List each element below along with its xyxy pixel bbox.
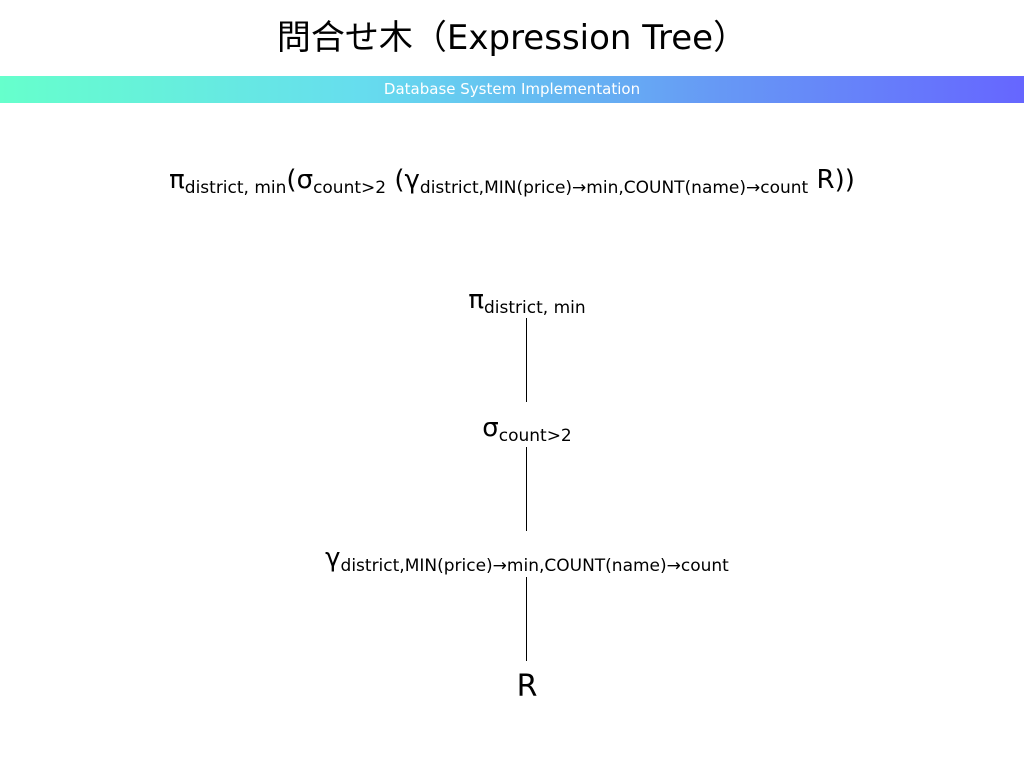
tree-edge-projection-selection [526,318,527,402]
node-selection-subscript: count>2 [498,426,572,446]
tree-edge-grouping-relation [526,577,527,661]
node-grouping-subscript: district,MIN(price)→min,COUNT(name)→coun… [340,556,729,576]
selection-subscript: count>2 [313,178,387,198]
subtitle-text: Database System Implementation [383,80,641,98]
node-relation-symbol: R [516,669,538,704]
projection-subscript: district, min [184,178,287,198]
open-paren-inner: ( [386,165,405,195]
tree-edge-selection-grouping [526,447,527,531]
slide-title: 問合せ木（Expression Tree） [276,18,748,58]
relational-algebra-expression: πdistrict, min(σcount>2 (γdistrict,MIN(p… [0,160,1024,200]
node-grouping-symbol: γ [325,543,341,573]
selection-symbol: σ [296,165,314,195]
tree-node-relation: R [517,669,538,705]
node-projection-subscript: district, min [484,298,586,318]
open-paren-outer: ( [286,165,297,195]
projection-symbol: π [169,165,185,195]
grouping-symbol: γ [404,165,420,195]
grouping-subscript: district,MIN(price)→min,COUNT(name)→coun… [419,178,809,198]
tree-node-projection: πdistrict, min [468,282,585,318]
subtitle-band: Database System Implementation [0,76,1024,103]
relation-and-close-parens: R)) [808,165,855,195]
node-projection-symbol: π [468,285,485,315]
tree-node-selection: σcount>2 [482,410,572,446]
node-selection-symbol: σ [482,413,499,443]
tree-node-grouping: γdistrict,MIN(price)→min,COUNT(name)→cou… [325,540,729,576]
